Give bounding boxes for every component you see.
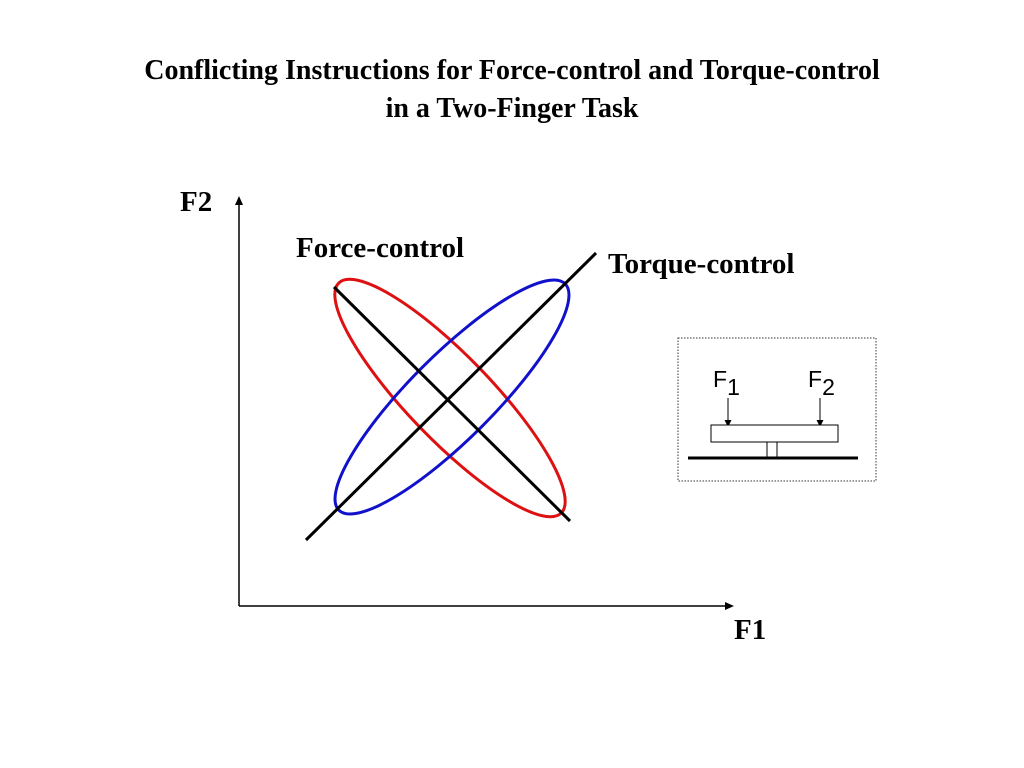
title-line-2: in a Two-Finger Task (385, 93, 639, 124)
inset-f1-sub: 1 (727, 374, 740, 400)
title-line-1: Conflicting Instructions for Force-contr… (144, 55, 880, 86)
inset-f2-main: F (808, 366, 823, 392)
x-axis-label: F1 (734, 614, 767, 646)
inset-f2-sub: 2 (822, 374, 835, 400)
inset-f1-main: F (713, 366, 728, 392)
two-finger-apparatus-inset (677, 337, 877, 482)
force-control-label: Force-control (296, 232, 465, 264)
inset-f1-label: F1 (713, 366, 740, 399)
inset-beam (710, 424, 839, 443)
slide-title: Conflicting Instructions for Force-contr… (0, 52, 1024, 128)
torque-control-line (304, 251, 598, 542)
inset-f2-label: F2 (808, 366, 835, 399)
inset-pivot (766, 441, 778, 459)
force-control-line (332, 285, 572, 523)
y-axis-label: F2 (180, 186, 213, 218)
torque-control-label: Torque-control (608, 248, 795, 280)
inset-frame (677, 337, 877, 482)
